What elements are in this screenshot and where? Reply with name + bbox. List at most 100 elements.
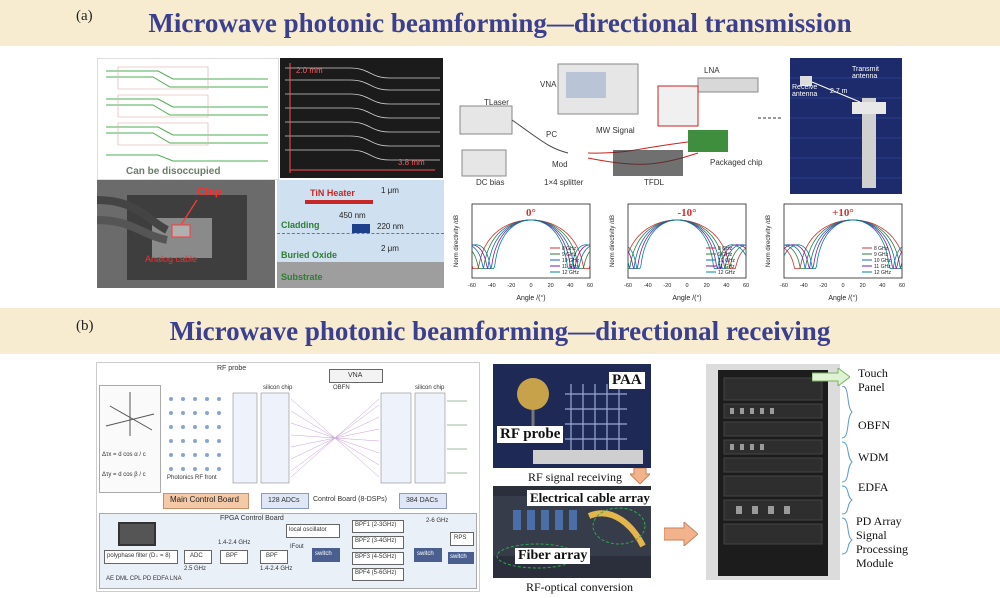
chamber-transmit: Transmit antenna [852,66,879,80]
freq-2-5: 2.5 GHz [184,566,207,572]
adc-box: ADC [184,550,212,564]
legend-entry: 11 GHz [562,264,579,270]
plot-xtick: -40 [488,283,496,289]
chip-micro-photo: 2.0 mm 3.8 mm [280,58,443,178]
plot-xtick: -60 [780,283,788,289]
plot-xlabel: Angle /(°) [828,294,857,302]
bpf-box-1: BPF [220,550,248,564]
h1-label: 1 μm [381,186,399,195]
down-arrow-icon [630,468,650,484]
section-b-label: (b) [76,318,94,334]
legend-entry: 8 GHz [562,246,577,252]
plot-xtick: -40 [644,283,652,289]
plot-xtick: -40 [800,283,808,289]
paa-photo: PAA RF probe [493,364,651,468]
antenna-array [163,391,229,491]
bpf1-label: BPF1 (2-3GHz) [355,522,397,528]
laptop-icon [118,522,156,546]
rf-optical-caption: RF-optical conversion [526,580,633,594]
rack-label-wdm: WDM [858,450,889,464]
plot-xtick: -20 [507,283,515,289]
main-control-board: Main Control Board [163,493,249,509]
h2-label: 220 nm [377,222,404,231]
legend-entry: 10 GHz [718,258,735,264]
main-control-label: Main Control Board [170,495,239,504]
plot-xtick: 60 [899,283,905,289]
setup-tlaser: TLaser [484,98,509,107]
bpf3-label: BPF3 (4-5GHz) [355,554,397,560]
pattern-series [627,219,747,269]
plot-xtick: 0 [685,283,688,289]
setup-tfdl: TFDL [644,178,664,187]
bpf4-box: BPF4 (5-6GHz) [352,568,404,581]
pattern-series [471,219,591,269]
switch-box-1: switch [312,548,340,562]
rack-bracket-icon [841,386,853,555]
width-label: 450 nm [339,211,366,220]
bpf3-box: BPF3 (4-5GHz) [352,552,404,565]
setup-mw: MW Signal [596,126,635,135]
plot-xtick: 40 [879,283,885,289]
rack-label-obfn: OBFN [858,418,891,432]
local-osc-box: local oscillator [286,524,340,538]
delta-x-formula: Δτx = d cos α / c [102,452,146,458]
h3-label: 2 μm [381,244,399,253]
oxide-label: Buried Oxide [281,250,338,260]
section-a-banner: (a) Microwave photonic beamforming—direc… [0,0,1000,46]
plot-ylabel: Norm directivity /dB [454,215,460,267]
chip-mount-photo: Chip Analog cable [97,180,275,288]
plot-xtick: 0 [529,283,532,289]
rack-label-touch: Touch Panel [858,366,888,394]
rps-label: RPS [454,535,467,541]
sys-silicon-chip-left: silicon chip [263,385,293,391]
plot-xtick: 60 [587,283,593,289]
pattern-series [783,219,903,269]
fpga-label: FPGA Control Board [220,515,284,522]
bpf-box-2: BPF [260,550,288,564]
adcs-label: 128 ADCs [268,497,300,504]
switch-box-2: switch [414,548,442,562]
legend-entry: 10 GHz [874,258,891,264]
plot-xtick: -20 [819,283,827,289]
plot-xtick: 20 [548,283,554,289]
rack-label-pd: PD Array Signal Processing Module [856,514,908,570]
adc-label: ADC [190,553,203,559]
setup-lna: LNA [704,66,720,75]
local-osc-label: local oscillator [289,527,327,533]
plot-xtick: -20 [663,283,671,289]
setup-splitter: 1×4 splitter [544,178,584,187]
chip-label: Chip [197,186,222,198]
adcs-box: 128 ADCs [261,493,309,509]
plot-ylabel: Norm directivity /dB [610,215,616,267]
sys-obfn: OBFN [333,385,350,391]
plot-angle-label: -10° [677,207,696,219]
section-a-label: (a) [76,8,93,24]
freq-1-4-b: 1.4-2.4 GHz [260,566,293,572]
bpf2-box: BPF2 (3-4GHz) [352,536,404,549]
switch-label-1: switch [315,551,332,557]
heater-label: TiN Heater [310,188,355,198]
setup-dcbias: DC bias [476,178,505,187]
plot-angle-label: 0° [526,207,536,219]
measurement-setup: VNA LNA TLaser PC MW Signal Mod DC bias … [448,58,788,194]
plot-xtick: 20 [860,283,866,289]
channel-network [232,392,467,484]
rack-label-edfa: EDFA [858,480,889,494]
bpf-label-2: BPF [266,553,278,559]
plot-angle-label: +10° [832,207,854,219]
sys-photonics-front: Photonics RF front [167,475,217,481]
legend-entry: 9 GHz [874,252,889,258]
switch-box-3: switch [448,552,474,564]
legend-entry: 8 GHz [718,246,733,252]
right-arrow-icon [664,522,698,546]
polyphase-label: polyphase filter (D↓ = 8) [107,553,171,559]
plot-xtick: 60 [743,283,749,289]
plot-xtick: -60 [624,283,632,289]
setup-pc: PC [546,130,558,139]
substrate-label: Substrate [281,272,323,282]
photo-rf-probe-label: RF probe [497,426,564,443]
